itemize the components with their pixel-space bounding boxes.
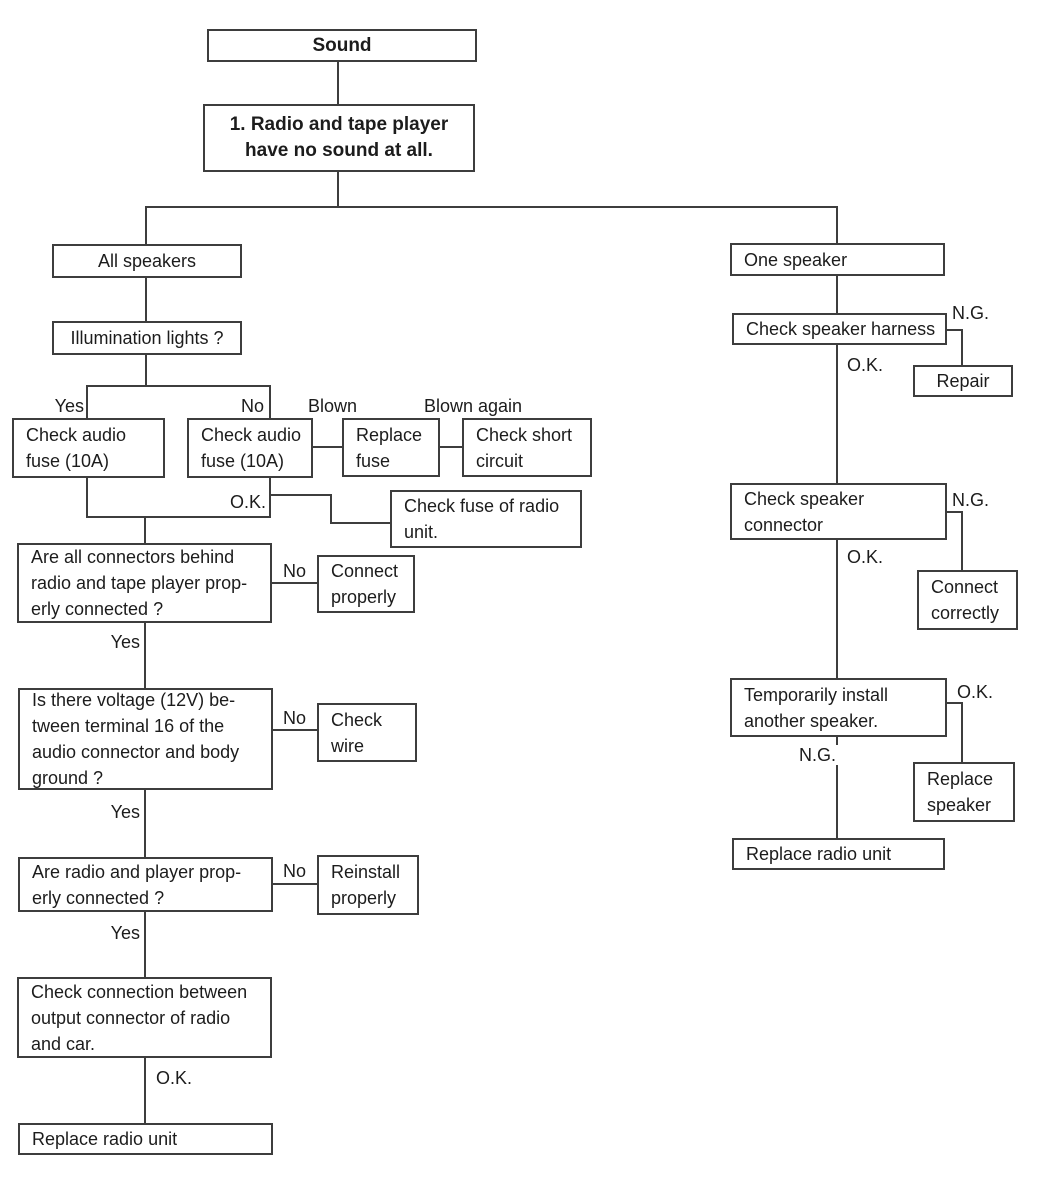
connector-line — [145, 206, 147, 244]
connector-line — [947, 702, 963, 704]
connector-line — [273, 729, 317, 731]
connector-line — [330, 494, 332, 524]
edge-label-yes: Yes — [98, 802, 142, 822]
node-replace-fuse: Replace fuse — [342, 418, 440, 477]
node-replace-speaker: Replace speaker — [913, 762, 1015, 822]
connector-line — [86, 478, 88, 518]
connector-line — [144, 623, 146, 688]
connector-line — [961, 511, 963, 570]
edge-label-ok: O.K. — [204, 492, 268, 512]
edge-label-no: No — [281, 708, 309, 728]
connector-line — [272, 582, 317, 584]
connector-line — [273, 883, 317, 885]
edge-label-ng: N.G. — [950, 303, 992, 323]
edge-label-no: No — [281, 561, 309, 581]
connector-line — [947, 329, 963, 331]
edge-label-no: No — [281, 861, 309, 881]
connector-line — [269, 478, 271, 518]
edge-label-yes: Yes — [42, 396, 86, 416]
node-problem: 1. Radio and tape player have no sound a… — [203, 104, 475, 172]
connector-line — [337, 62, 339, 104]
node-check-audio-fuse-no: Check audio fuse (10A) — [187, 418, 313, 478]
connector-line — [836, 737, 838, 838]
node-all-speakers: All speakers — [52, 244, 242, 278]
node-connect-correctly: Connect correctly — [917, 570, 1018, 630]
node-radio-player-question: Are radio and player prop- erly connecte… — [18, 857, 273, 912]
edge-label-no: No — [222, 396, 266, 416]
node-sound: Sound — [207, 29, 477, 62]
connector-line — [836, 540, 838, 678]
node-check-wire: Check wire — [317, 703, 417, 762]
edge-label-blown-again: Blown again — [422, 396, 525, 416]
edge-label-ok: O.K. — [955, 682, 996, 702]
connector-line — [330, 522, 390, 524]
connector-line — [269, 385, 271, 418]
node-reinstall-properly: Reinstall properly — [317, 855, 419, 915]
node-connect-properly: Connect properly — [317, 555, 415, 613]
node-connectors-question: Are all connectors behind radio and tape… — [17, 543, 272, 623]
connector-line — [145, 355, 147, 386]
node-illumination-lights: Illumination lights ? — [52, 321, 242, 355]
connector-line — [271, 494, 332, 496]
node-temporarily-install: Temporarily install another speaker. — [730, 678, 947, 737]
node-check-speaker-harness: Check speaker harness — [732, 313, 947, 345]
connector-line — [836, 206, 838, 243]
connector-line — [440, 446, 462, 448]
connector-line — [144, 516, 146, 543]
edge-label-yes: Yes — [98, 923, 142, 943]
node-check-short-circuit: Check short circuit — [462, 418, 592, 477]
connector-line — [836, 276, 838, 313]
connector-line — [144, 790, 146, 857]
node-one-speaker: One speaker — [730, 243, 945, 276]
node-check-fuse-radio-unit: Check fuse of radio unit. — [390, 490, 582, 548]
connector-line — [836, 345, 838, 483]
node-replace-radio-unit-right: Replace radio unit — [732, 838, 945, 870]
connector-line — [961, 329, 963, 365]
connector-line — [313, 446, 342, 448]
edge-label-blown: Blown — [306, 396, 360, 416]
edge-label-ok: O.K. — [845, 547, 886, 567]
edge-label-ng: N.G. — [950, 490, 992, 510]
node-check-speaker-connector: Check speaker connector — [730, 483, 947, 540]
edge-label-ng: N.G. — [789, 745, 838, 765]
edge-label-ok: O.K. — [845, 355, 886, 375]
connector-line — [145, 278, 147, 321]
node-replace-radio-unit-left: Replace radio unit — [18, 1123, 273, 1155]
connector-line — [337, 172, 339, 208]
node-repair: Repair — [913, 365, 1013, 397]
connector-line — [86, 385, 271, 387]
connector-line — [144, 1058, 146, 1123]
node-check-connection: Check connection between output connecto… — [17, 977, 272, 1058]
connector-line — [144, 912, 146, 977]
connector-line — [961, 702, 963, 762]
edge-label-yes: Yes — [98, 632, 142, 652]
connector-line — [947, 511, 963, 513]
node-check-audio-fuse-yes: Check audio fuse (10A) — [12, 418, 165, 478]
node-voltage-question: Is there voltage (12V) be- tween termina… — [18, 688, 273, 790]
connector-line — [86, 516, 271, 518]
connector-line — [145, 206, 838, 208]
connector-line — [86, 385, 88, 418]
edge-label-ok: O.K. — [154, 1068, 195, 1088]
